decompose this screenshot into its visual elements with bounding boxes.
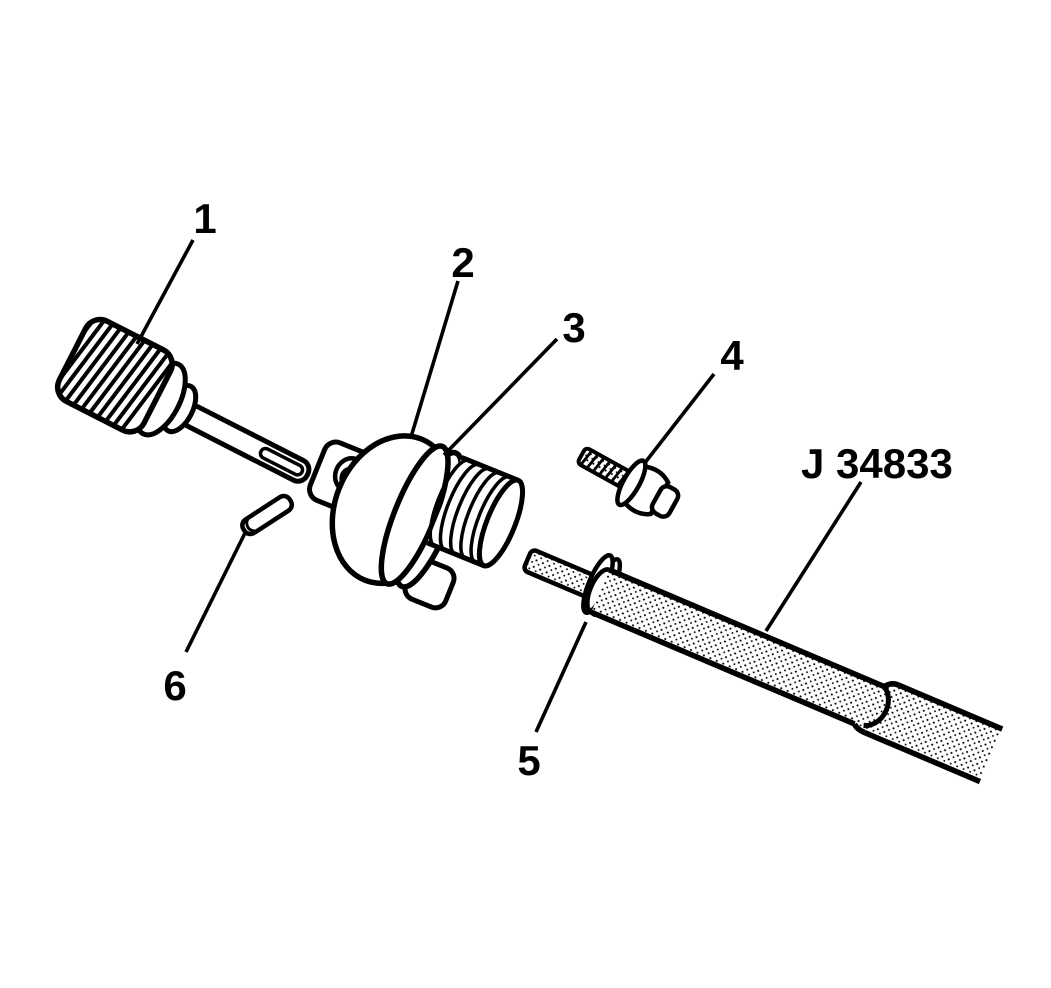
leader-line-4	[642, 372, 716, 466]
leader-line-3	[442, 337, 559, 457]
leader-line-5	[534, 621, 588, 733]
leader-line-1	[135, 239, 195, 345]
callout-2-label: 2	[451, 239, 474, 286]
leader-lines	[135, 239, 863, 733]
leader-line-2	[409, 280, 460, 438]
housing-and-retainer-drawing	[307, 433, 526, 611]
tool-id-label: J 34833	[801, 440, 953, 487]
callout-5-label: 5	[517, 737, 540, 784]
bolt-thread-lines	[579, 449, 630, 487]
leader-line-6	[184, 530, 248, 653]
pin-drawing	[240, 493, 295, 537]
callout-3-label: 3	[562, 304, 585, 351]
callout-4-label: 4	[720, 332, 744, 379]
callout-1-label: 1	[193, 195, 216, 242]
tool-rod-drawing	[522, 548, 1004, 785]
leader-line-tool	[764, 481, 863, 632]
callout-6-label: 6	[163, 662, 186, 709]
bolt-drawing	[576, 446, 681, 519]
